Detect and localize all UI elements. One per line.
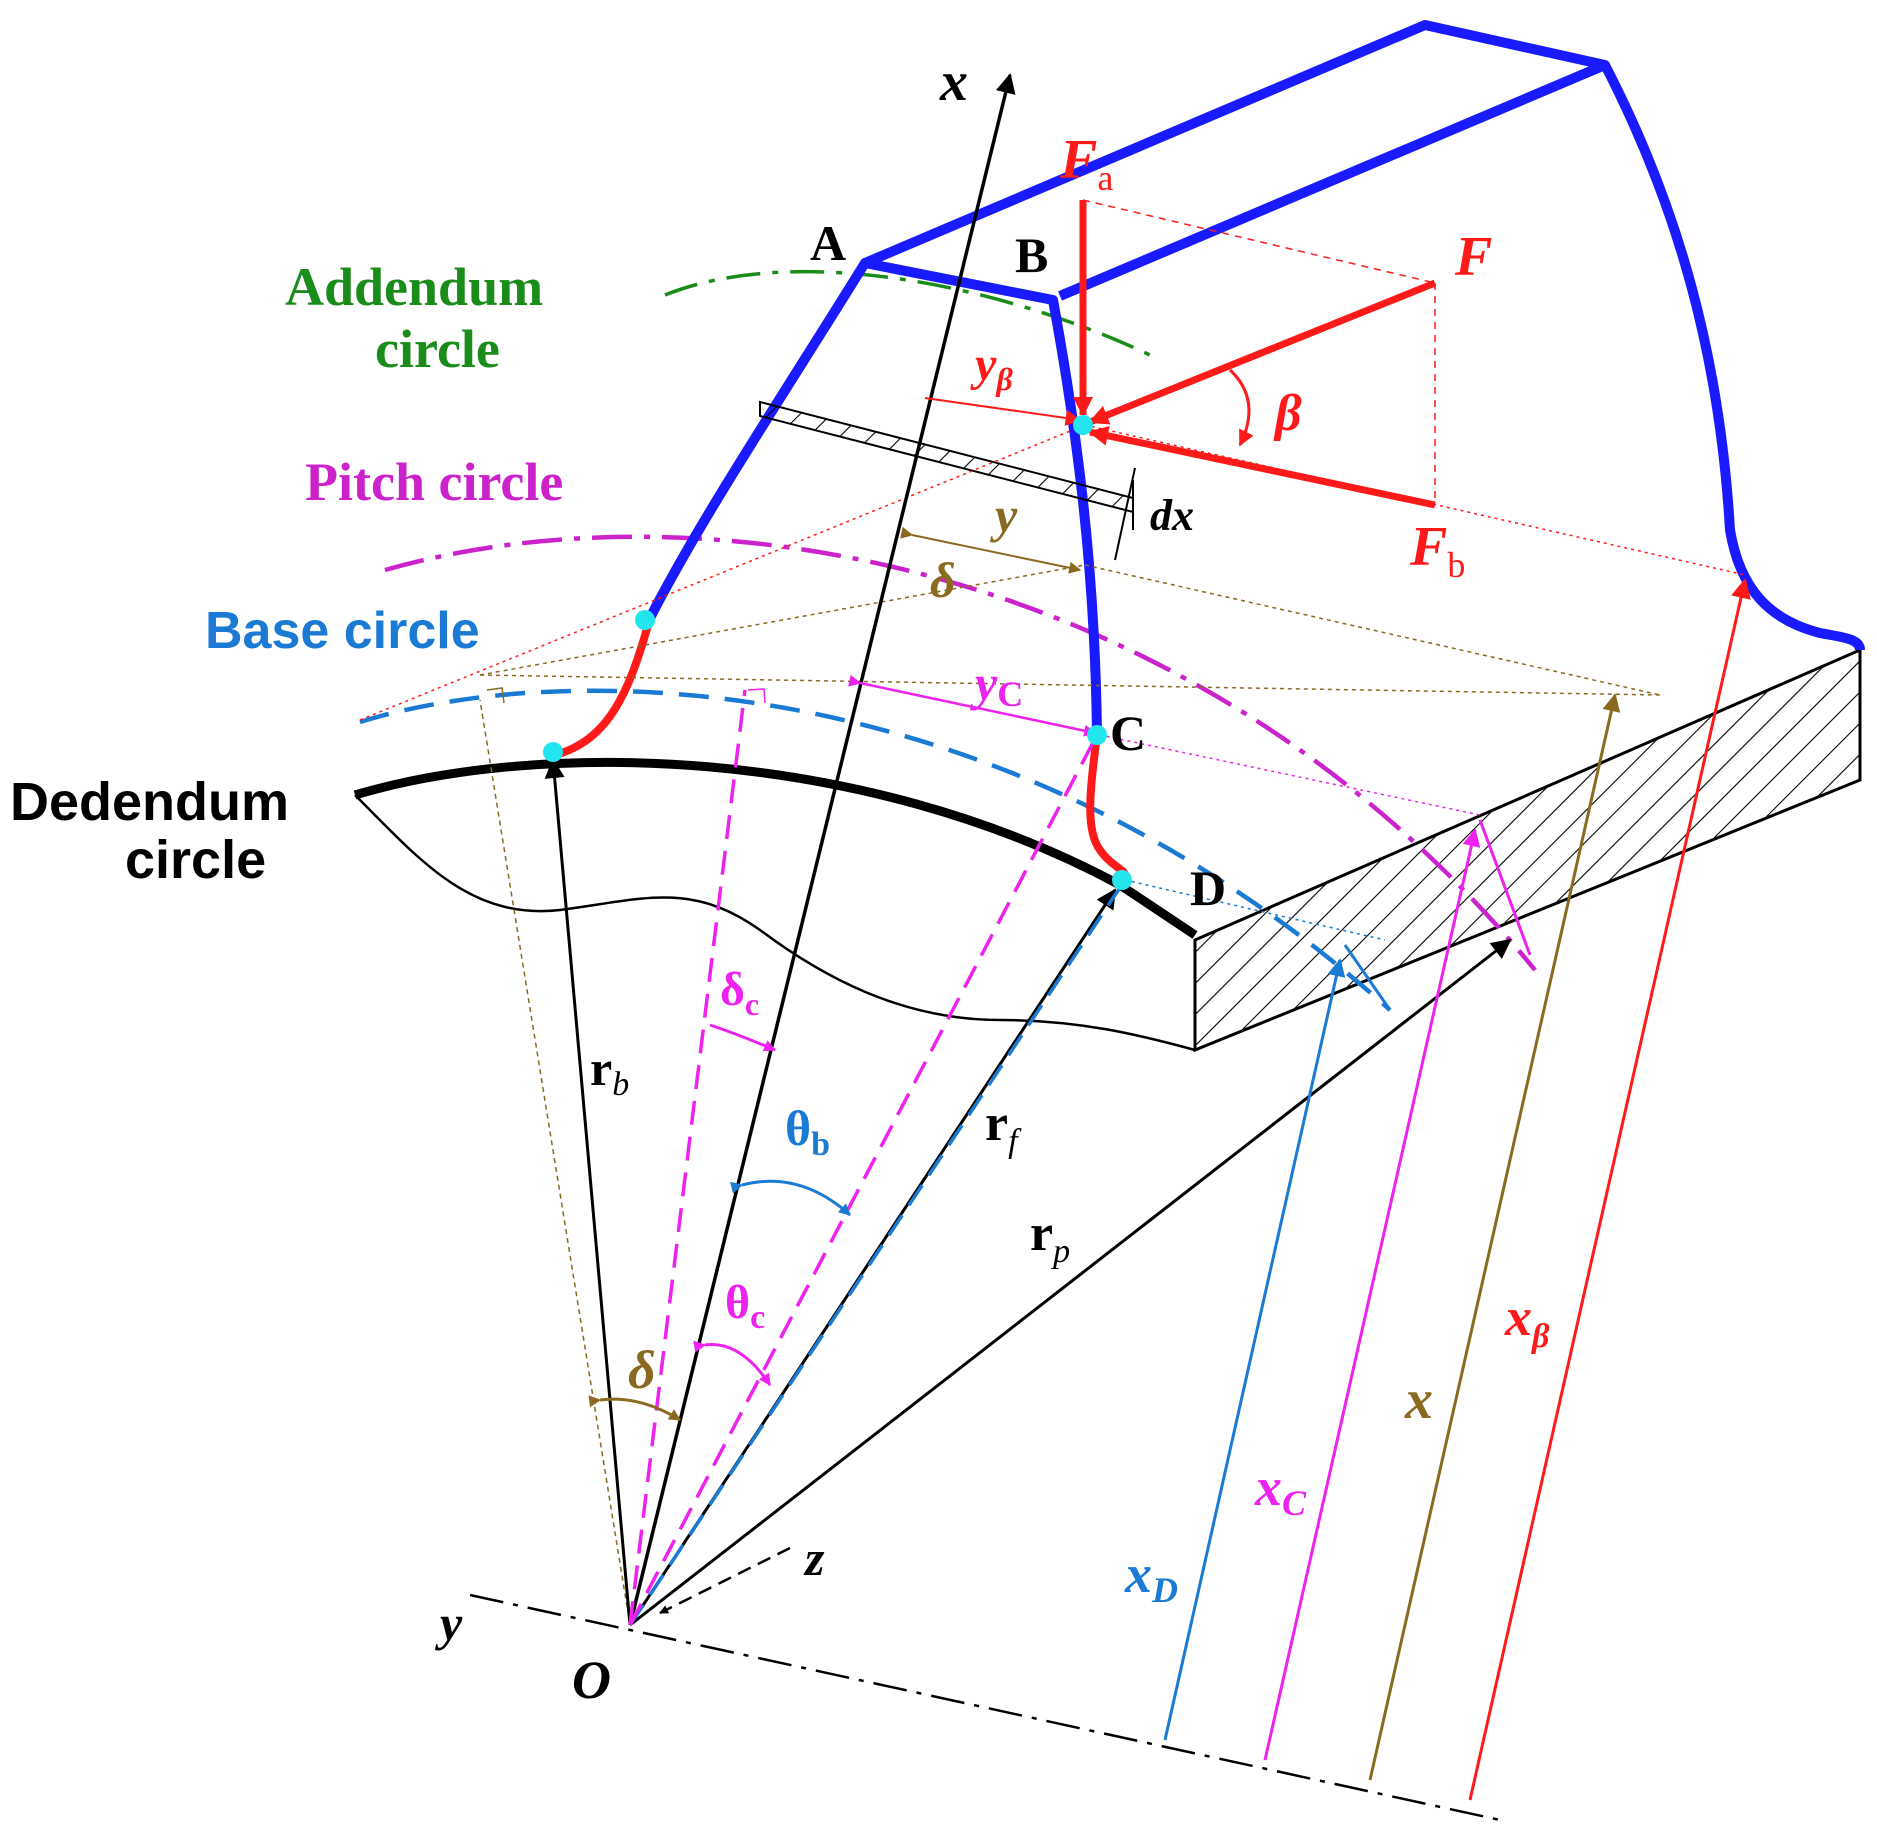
- label-axis-y: y: [435, 1595, 463, 1651]
- label-beta: β: [1273, 385, 1302, 442]
- label-Fa: Fa: [1059, 129, 1113, 198]
- label-point-C: C: [1110, 705, 1146, 761]
- dim-xD: [1163, 958, 1346, 1741]
- y-axis: [469, 1593, 1501, 1822]
- label-y: y: [990, 487, 1018, 543]
- label-point-D: D: [1190, 860, 1226, 916]
- radii: [544, 689, 1512, 1627]
- arc-delta-c: [709, 1023, 777, 1052]
- arc-beta: [1228, 368, 1254, 447]
- label-xbeta: xβ: [1504, 1287, 1550, 1355]
- dim-ybeta: [924, 397, 1082, 426]
- tooth-back-flank: [1600, 62, 1865, 652]
- dim-xC: [1263, 828, 1481, 1761]
- z-axis: [659, 1546, 791, 1615]
- contact-point-marker: [1073, 415, 1093, 435]
- label-addendum-2: circle: [375, 319, 500, 379]
- force-F: [1088, 279, 1437, 426]
- arc-delta-bottom: [588, 1395, 682, 1422]
- contact-point-marker: [1112, 870, 1132, 890]
- dim-x: [1368, 693, 1621, 1781]
- arc-theta-b: [730, 1179, 852, 1217]
- radius-rp: [629, 938, 1512, 1627]
- label-rp: rp: [1030, 1205, 1070, 1270]
- force-Fb: [1088, 425, 1436, 509]
- label-theta-c: θc: [725, 1276, 765, 1336]
- label-addendum-1: Addendum: [285, 257, 543, 317]
- label-rf: rf: [985, 1095, 1022, 1160]
- radius-rb: [544, 758, 632, 1626]
- label-axis-z: z: [803, 1530, 825, 1586]
- slice-dx: [759, 400, 1136, 561]
- label-rb: rb: [590, 1040, 629, 1103]
- tooth-right-flank: [1048, 295, 1102, 740]
- label-axis-x: x: [939, 51, 968, 113]
- label-dx: dx: [1150, 491, 1194, 540]
- right-angle-marker: [486, 687, 505, 704]
- base-circle-arc: [359, 688, 1392, 1012]
- label-x-dim: x: [1404, 1369, 1433, 1431]
- tooth-left-fillet: [553, 616, 654, 759]
- labels: Addendum circle Pitch circle Base circle…: [10, 51, 1550, 1710]
- label-yC: yC: [970, 655, 1023, 714]
- dim-y: [900, 526, 1082, 574]
- x-axis: [628, 73, 1016, 1626]
- key-points: [543, 415, 1132, 890]
- label-xC: xC: [1254, 1457, 1307, 1523]
- gear-rim: [354, 647, 1862, 1053]
- label-xD: xD: [1124, 1544, 1178, 1610]
- label-Fb: Fb: [1409, 516, 1465, 585]
- label-origin-O: O: [572, 1650, 611, 1710]
- dim-xbeta: [1468, 578, 1751, 1801]
- label-dedendum-2: circle: [125, 830, 266, 890]
- label-point-A: A: [810, 215, 846, 271]
- right-angle-marker: [747, 688, 766, 704]
- label-pitch-circle: Pitch circle: [305, 452, 563, 512]
- forces: [924, 200, 1437, 509]
- contact-point-marker: [635, 610, 655, 630]
- label-point-B: B: [1015, 227, 1048, 283]
- contact-point-marker: [1087, 725, 1107, 745]
- arc-theta-c: [693, 1340, 772, 1386]
- label-delta-top: δ: [930, 552, 956, 608]
- contact-point-marker: [543, 742, 563, 762]
- dim-yC: [848, 674, 1097, 737]
- label-delta-bottom: δ: [628, 1340, 656, 1400]
- pitch-circle-arc: [384, 534, 1537, 972]
- rim-section-hatch: [1193, 647, 1862, 1053]
- label-ybeta: yβ: [970, 338, 1013, 397]
- rim-cut-outline: [354, 794, 1196, 1052]
- tooth-right-fillet: [1086, 734, 1129, 877]
- label-theta-b: θb: [785, 1100, 830, 1163]
- label-delta-c: δc: [720, 963, 759, 1022]
- label-dedendum-1: Dedendum: [10, 772, 289, 832]
- angle-arcs: [588, 368, 1254, 1422]
- label-base-circle: Base circle: [205, 602, 480, 660]
- dedendum-circle-arc: [353, 757, 1198, 939]
- tooth-left-flank: [645, 258, 1054, 621]
- axial-dimensions: [1163, 578, 1751, 1801]
- tooth-top-face: [863, 20, 1610, 301]
- label-F: F: [1454, 226, 1492, 288]
- coordinate-axes: [469, 73, 1501, 1822]
